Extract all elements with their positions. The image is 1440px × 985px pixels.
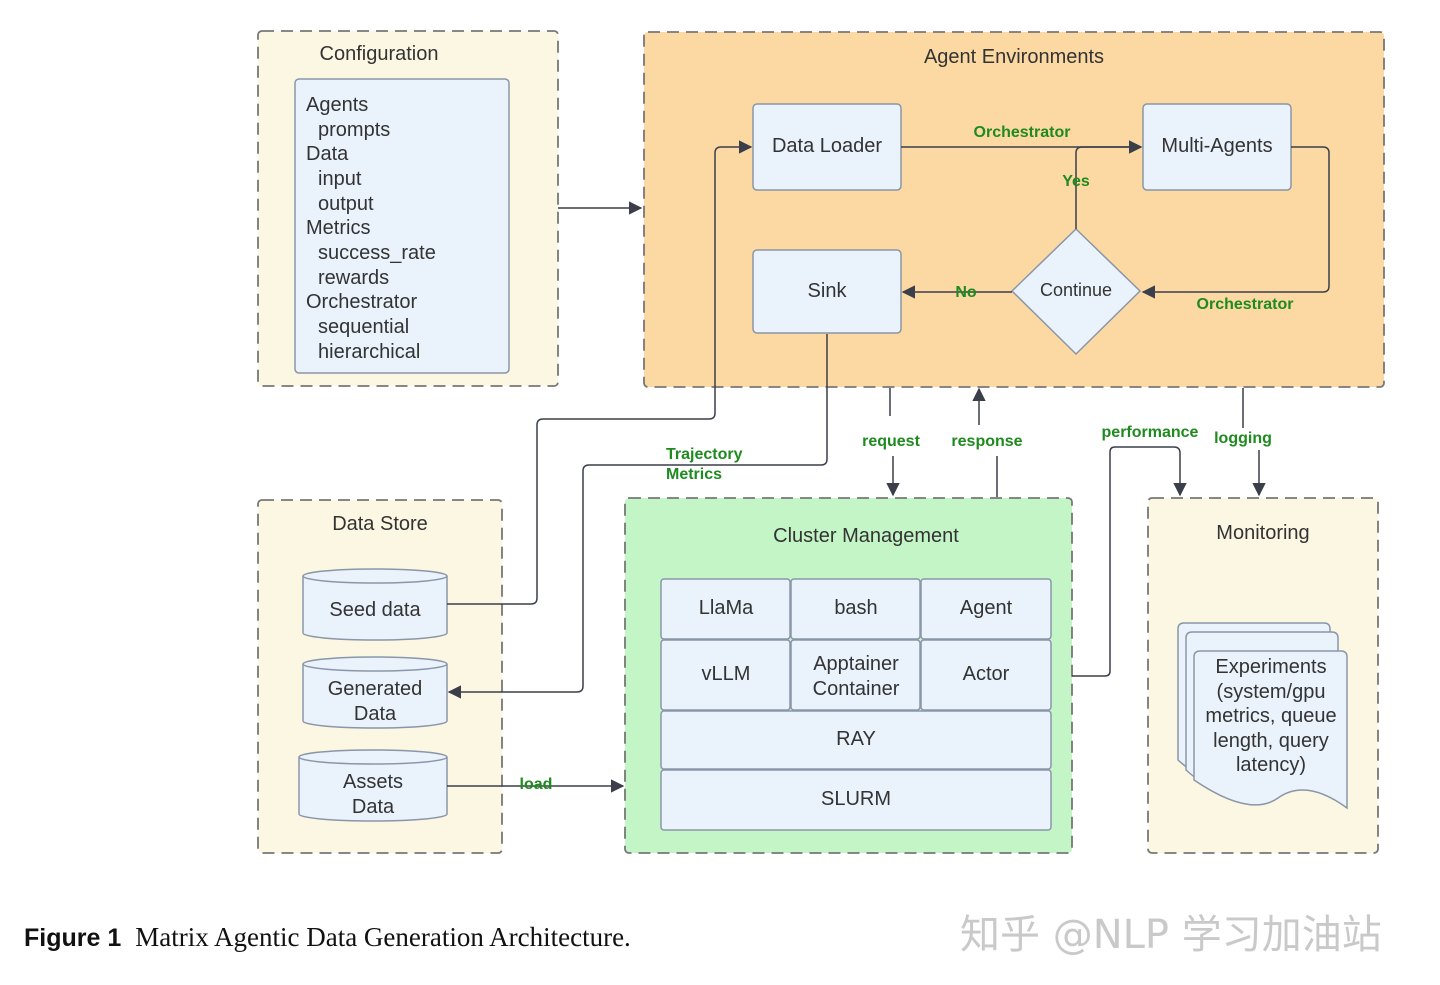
architecture-diagram: Configuration Agent Environments Data St… xyxy=(257,30,1385,854)
watermark: 知乎 @NLP 学习加油站 xyxy=(960,912,1382,958)
experiments-label: metrics, queue xyxy=(1205,705,1336,727)
agent-cell xyxy=(920,578,1052,640)
generated-data-store: Generated Data xyxy=(302,656,448,729)
config-item: Orchestrator xyxy=(306,291,417,313)
config-item: Metrics xyxy=(306,217,370,239)
edge-label-no: No xyxy=(955,284,977,301)
generated-data-label: Data xyxy=(354,703,397,725)
sink-label: Sink xyxy=(808,280,848,302)
config-item: Agents xyxy=(306,94,368,116)
edge-label-request: request xyxy=(862,433,920,450)
config-item: sequential xyxy=(318,316,409,338)
ray-label: RAY xyxy=(836,728,876,750)
cluster-management-title: Cluster Management xyxy=(773,525,959,547)
llama-cell xyxy=(660,578,791,640)
experiments-label: length, query xyxy=(1213,730,1329,752)
edge-label-response: response xyxy=(951,433,1022,450)
figure-label: Figure 1 xyxy=(24,924,122,952)
edge-response xyxy=(979,389,998,497)
assets-data-label: Data xyxy=(352,796,395,818)
actor-cell xyxy=(920,639,1052,711)
assets-data-label: Assets xyxy=(343,771,403,793)
ray-cell xyxy=(660,710,1052,770)
apptainer-label: Apptainer xyxy=(813,653,899,675)
apptainer-cell xyxy=(790,639,921,711)
edge-sink-to-generated xyxy=(447,334,828,699)
edge-label-yes: Yes xyxy=(1062,173,1090,190)
experiments-document-stack: Experiments (system/gpu metrics, queue l… xyxy=(1177,622,1348,810)
continue-decision xyxy=(1010,227,1142,356)
config-item: rewards xyxy=(318,267,389,289)
data-store-title: Data Store xyxy=(332,513,428,535)
edge-continue-yes xyxy=(1075,140,1143,229)
data-loader-label: Data Loader xyxy=(772,135,882,157)
generated-data-label: Generated xyxy=(328,678,423,700)
seed-data-label: Seed data xyxy=(329,599,421,621)
agent-environments-group xyxy=(643,31,1385,388)
vllm-label: vLLM xyxy=(702,663,751,685)
config-item: Data xyxy=(306,143,349,165)
bash-cell xyxy=(790,578,921,640)
edge-seed-to-dataloader xyxy=(447,140,753,605)
edge-label-performance: performance xyxy=(1102,424,1199,441)
figure-caption-text: Matrix Agentic Data Generation Architect… xyxy=(135,922,631,952)
seed-data-store: Seed data xyxy=(302,568,448,641)
actor-label: Actor xyxy=(963,663,1010,685)
edge-label-metrics: Metrics xyxy=(666,466,722,483)
config-item: hierarchical xyxy=(318,341,420,363)
edge-request xyxy=(890,388,893,495)
apptainer-label: Container xyxy=(813,678,900,700)
agent-label: Agent xyxy=(960,597,1013,619)
experiments-label: latency) xyxy=(1236,754,1306,776)
edge-label-load: load xyxy=(520,776,553,793)
vllm-cell xyxy=(660,639,791,711)
edge-label-logging: logging xyxy=(1214,430,1272,447)
slurm-label: SLURM xyxy=(821,788,891,810)
monitoring-title: Monitoring xyxy=(1216,522,1309,544)
edge-label-orchestrator: Orchestrator xyxy=(974,124,1071,141)
config-item: output xyxy=(318,193,374,215)
llama-label: LlaMa xyxy=(699,597,754,619)
agent-environments-title: Agent Environments xyxy=(924,46,1104,68)
configuration-list-box xyxy=(294,78,510,374)
continue-label: Continue xyxy=(1040,280,1112,300)
configuration-title: Configuration xyxy=(320,43,439,65)
figure-caption: Figure 1 Matrix Agentic Data Generation A… xyxy=(24,922,631,953)
experiments-label: Experiments xyxy=(1215,656,1326,678)
edge-label-orchestrator: Orchestrator xyxy=(1197,296,1294,313)
multi-agents-label: Multi-Agents xyxy=(1161,135,1272,157)
edge-label-trajectory: Trajectory xyxy=(666,446,743,463)
config-item: success_rate xyxy=(318,242,436,264)
config-item: prompts xyxy=(318,119,390,141)
assets-data-store: Assets Data xyxy=(298,749,448,822)
config-item: input xyxy=(318,168,362,190)
edge-performance xyxy=(1072,446,1187,677)
sink-node xyxy=(752,249,902,334)
edge-multiagents-to-continue xyxy=(1141,146,1330,299)
experiments-label: (system/gpu xyxy=(1217,681,1326,703)
edge-logging xyxy=(1242,388,1259,495)
slurm-cell xyxy=(660,769,1052,831)
bash-label: bash xyxy=(834,597,877,619)
